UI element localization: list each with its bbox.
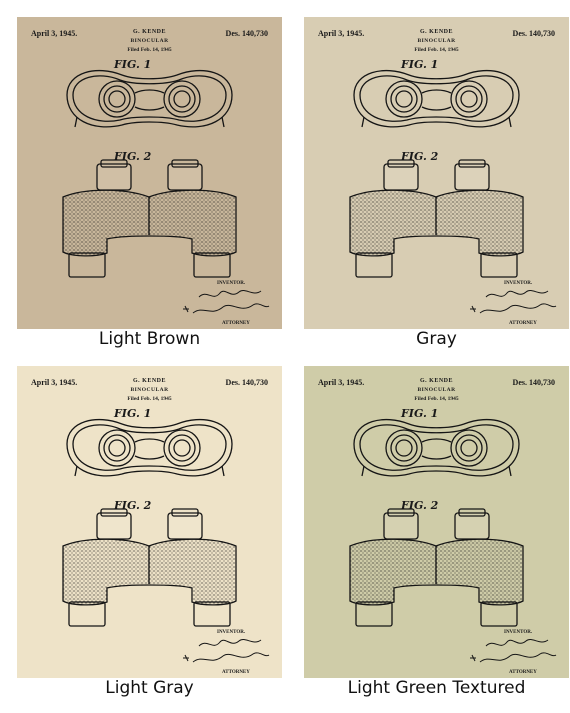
attorney-label: ATTORNEY xyxy=(222,321,250,326)
patent-filed-date: Filed Feb. 14, 1945 xyxy=(414,396,459,402)
patent-inventor-name: G. KENDE xyxy=(419,378,453,384)
figure-1-label: FIG. 1 xyxy=(114,58,152,71)
variant-label: Light Brown xyxy=(98,329,201,349)
patent-title: BINOCULAR xyxy=(417,387,456,393)
patent-inventor-name: G. KENDE xyxy=(419,29,453,35)
patent-date: April 3, 1945. xyxy=(31,29,78,38)
patent-title: BINOCULAR xyxy=(130,387,169,393)
variant-label: Gray xyxy=(416,329,457,349)
inventor-label: INVENTOR. xyxy=(217,630,246,635)
patent-print[interactable]: April 3, 1945. Des. 140,730 G. KENDE BIN… xyxy=(17,17,282,329)
patent-date: April 3, 1945. xyxy=(318,29,365,38)
attorney-label: ATTORNEY xyxy=(222,670,250,675)
figure-1-label: FIG. 1 xyxy=(114,407,152,420)
inventor-label: INVENTOR. xyxy=(504,630,533,635)
figure-1-label: FIG. 1 xyxy=(401,58,439,71)
variant-label: Light Green Textured xyxy=(347,678,526,698)
binocular-drawing-icon xyxy=(349,69,557,314)
patent-date: April 3, 1945. xyxy=(31,378,78,387)
variant-label: Light Gray xyxy=(105,678,194,698)
patent-date: April 3, 1945. xyxy=(318,378,365,387)
attorney-label: ATTORNEY xyxy=(509,321,537,326)
binocular-drawing-icon xyxy=(62,418,270,663)
patent-number: Des. 140,730 xyxy=(512,29,555,38)
binocular-drawing-icon xyxy=(62,69,270,314)
patent-number: Des. 140,730 xyxy=(225,378,268,387)
patent-inventor-name: G. KENDE xyxy=(132,29,166,35)
patent-number: Des. 140,730 xyxy=(512,378,555,387)
patent-print[interactable]: April 3, 1945. Des. 140,730 G. KENDE BIN… xyxy=(304,17,569,329)
patent-title: BINOCULAR xyxy=(417,38,456,44)
binocular-drawing-icon xyxy=(349,418,557,663)
figure-1-label: FIG. 1 xyxy=(401,407,439,420)
patent-number: Des. 140,730 xyxy=(225,29,268,38)
patent-filed-date: Filed Feb. 14, 1945 xyxy=(127,47,172,53)
patent-print[interactable]: April 3, 1945. Des. 140,730 G. KENDE BIN… xyxy=(17,366,282,678)
inventor-label: INVENTOR. xyxy=(504,281,533,286)
patent-title: BINOCULAR xyxy=(130,38,169,44)
patent-print[interactable]: April 3, 1945. Des. 140,730 G. KENDE BIN… xyxy=(304,366,569,678)
inventor-label: INVENTOR. xyxy=(217,281,246,286)
patent-filed-date: Filed Feb. 14, 1945 xyxy=(414,47,459,53)
attorney-label: ATTORNEY xyxy=(509,670,537,675)
patent-inventor-name: G. KENDE xyxy=(132,378,166,384)
patent-filed-date: Filed Feb. 14, 1945 xyxy=(127,396,172,402)
